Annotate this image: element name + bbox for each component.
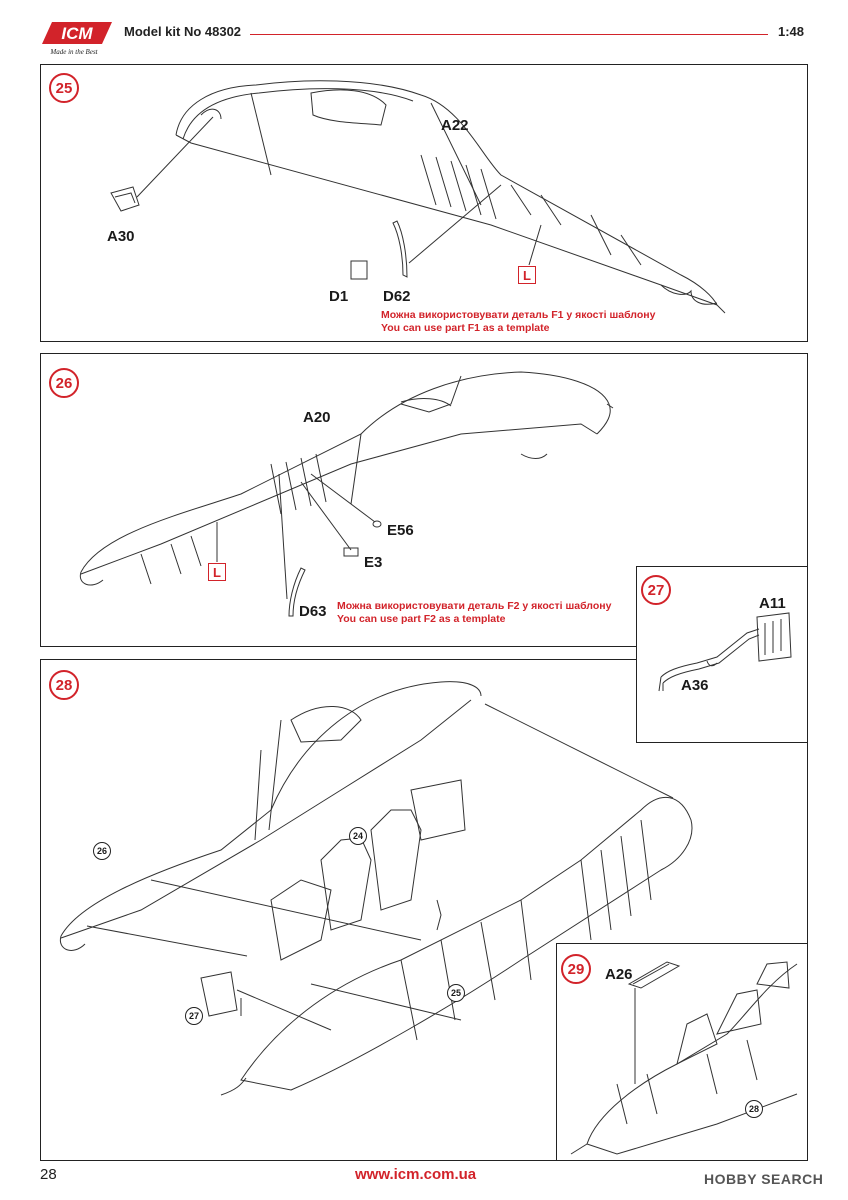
logo-shape-icon: ICM Made in the Best (42, 22, 112, 56)
step-number-badge: 29 (561, 954, 591, 984)
icm-logo: ICM Made in the Best (38, 14, 116, 58)
ref-step-28: 28 (745, 1100, 763, 1118)
part-label-a20: A20 (303, 409, 331, 426)
step-27-panel: 27 A11 A36 (636, 566, 808, 743)
part-label-d63: D63 (299, 603, 327, 620)
fuselage-assembly-drawing (59, 681, 693, 1096)
ref-step-26: 26 (93, 842, 111, 860)
logo-tagline: Made in the Best (49, 48, 98, 56)
step-25-panel: 25 A22 A30 D1 D62 L Можна використовуват… (40, 64, 808, 342)
template-note-en: You can use part F1 as a template (381, 322, 550, 334)
cockpit-panel-a26-drawing (570, 961, 798, 1155)
watermark: HOBBY SEARCH (704, 1171, 824, 1187)
ref-step-25: 25 (447, 984, 465, 1002)
step-number-badge: 26 (49, 368, 79, 398)
step-number-badge: 25 (49, 73, 79, 103)
part-label-e3: E3 (364, 554, 383, 571)
part-label-d62: D62 (383, 288, 411, 305)
part-label-a36: A36 (681, 677, 709, 694)
template-note-en: You can use part F2 as a template (337, 613, 506, 625)
part-label-a11: A11 (759, 595, 786, 612)
part-label-e56: E56 (387, 522, 414, 539)
part-label-a22: A22 (441, 117, 469, 134)
page-number: 28 (40, 1166, 57, 1183)
part-label-d1: D1 (329, 288, 349, 305)
website-link[interactable]: www.icm.com.ua (355, 1166, 477, 1183)
part-a11-a36-drawing (658, 612, 792, 692)
part-label-a30: A30 (107, 228, 135, 245)
ref-step-24: 24 (349, 827, 367, 845)
template-note-ua: Можна використовувати деталь F2 у якості… (337, 600, 612, 612)
logo-text: ICM (61, 24, 93, 43)
kit-number-label: Model kit No 48302 (124, 24, 242, 39)
step-number-badge: 28 (49, 670, 79, 700)
canopy-side-a20-drawing (79, 371, 614, 617)
step-number-badge: 27 (641, 575, 671, 605)
header-rule (250, 34, 768, 35)
scale-label: 1:48 (778, 24, 805, 39)
canopy-side-a22-drawing (110, 80, 726, 314)
step-29-panel: 29 A26 28 (556, 943, 808, 1161)
left-side-marker: L (518, 266, 536, 284)
ref-step-27: 27 (185, 1007, 203, 1025)
template-note-ua: Можна використовувати деталь F1 у якості… (381, 309, 656, 321)
left-side-marker: L (208, 563, 226, 581)
part-label-a26: A26 (605, 966, 633, 983)
